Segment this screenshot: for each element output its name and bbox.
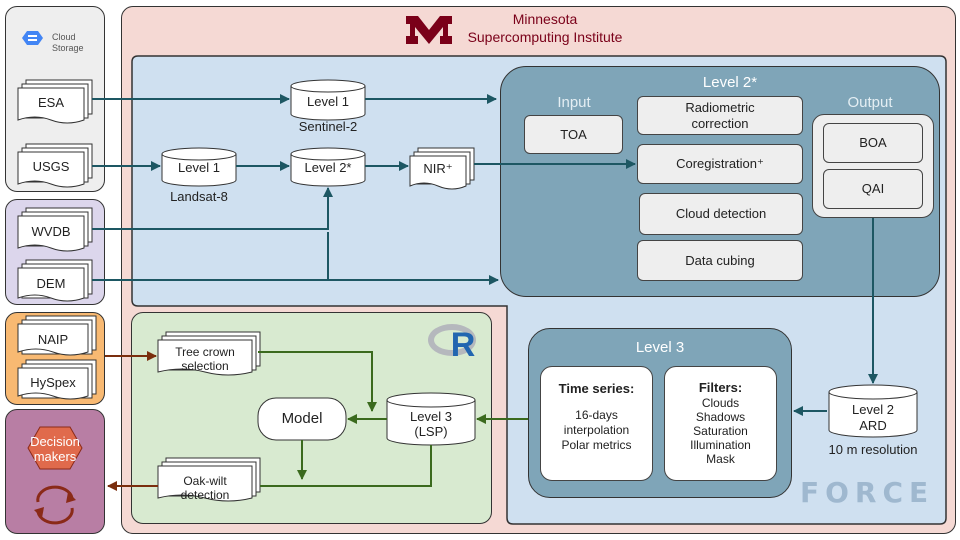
institute-name-line2: Supercomputing Institute: [467, 29, 623, 45]
coregistration-label: Coregistration⁺: [676, 156, 764, 171]
naip-document-stack: [17, 315, 97, 356]
toa-label: TOA: [560, 126, 587, 142]
ard-cylinder: [828, 384, 918, 438]
level3-lsp-cylinder: [386, 392, 476, 446]
tree-crown-document-stack: [157, 331, 261, 376]
tree-crown-line1: Tree crown: [175, 345, 235, 359]
qai-label: QAI: [861, 181, 885, 196]
decision-hexagon-icon: [27, 426, 83, 470]
level3-panel-title: Level 3: [635, 339, 685, 356]
level2-panel-title: Level 2*: [702, 74, 758, 91]
filters-box: Filters: Clouds Shadows Saturation Illum…: [664, 366, 777, 481]
esa-document-stack: [17, 79, 93, 124]
lsp-line1: Level 3: [410, 409, 452, 424]
input-label: Input: [557, 94, 591, 111]
dem-document-stack: [17, 259, 93, 302]
oak-wilt-line1: Oak-wilt: [183, 474, 227, 488]
coregistration-box: Coregistration⁺: [637, 144, 803, 184]
filter-item: Saturation: [693, 424, 748, 438]
time-series-box: Time series: 16-days interpolation Polar…: [540, 366, 653, 481]
toa-box: TOA: [524, 115, 623, 154]
ard-line1: Level 2: [852, 402, 894, 417]
sentinel-level1-label: Level 1: [307, 94, 349, 109]
lsp-line2: (LSP): [414, 424, 448, 439]
nir-document-stack: [409, 147, 475, 190]
qai-box: QAI: [823, 169, 923, 209]
r-logo-icon: R: [428, 320, 480, 364]
oak-wilt-document-stack: [157, 457, 261, 502]
filter-item: Mask: [706, 452, 735, 466]
data-cubing-label: Data cubing: [685, 252, 755, 268]
radiometric-line2: correction: [691, 115, 749, 131]
decision-makers-panel: [5, 409, 105, 534]
time-series-line3: Polar metrics: [561, 438, 632, 452]
r-logo-letter: R: [450, 326, 476, 364]
cloud-storage-label-line2: Storage: [52, 43, 84, 53]
tree-crown-line2: selection: [181, 359, 229, 373]
filter-item: Illumination: [690, 438, 751, 452]
landsat-caption: Landsat-8: [170, 189, 228, 204]
decision-makers-line2: makers: [33, 449, 77, 464]
hyspex-document-stack: [17, 359, 97, 400]
tree-crown-to-lsp-arrow: [258, 351, 377, 412]
time-series-line2: interpolation: [563, 423, 630, 437]
cloud-storage-label-line1: Cloud: [52, 32, 76, 42]
level2-cylinder-label: Level 2*: [304, 160, 352, 175]
time-series-line1: 16-days: [575, 408, 618, 422]
cloud-detection-box: Cloud detection: [639, 193, 803, 235]
institute-name-line1: Minnesota: [512, 11, 578, 27]
dem-to-level2-arrow: [92, 232, 329, 281]
filters-title: Filters:: [698, 380, 743, 395]
wvdb-document-stack: [17, 207, 93, 252]
landsat-level1-cylinder: [161, 147, 237, 187]
sentinel-level1-cylinder: [290, 79, 366, 121]
usgs-label: USGS: [32, 159, 70, 174]
model-label: Model: [281, 410, 323, 427]
wvdb-to-level2-arrow: [92, 187, 333, 230]
usgs-document-stack: [17, 143, 93, 188]
nir-label: NIR⁺: [423, 161, 453, 176]
radiometric-correction-box: Radiometric correction: [637, 96, 803, 135]
hyspex-label: HySpex: [30, 375, 76, 390]
lsp-to-oak-wilt-arrow: [260, 445, 432, 487]
level2-cylinder: [290, 147, 366, 187]
naip-label: NAIP: [37, 332, 69, 347]
landsat-level1-label: Level 1: [178, 160, 220, 175]
ard-caption: 10 m resolution: [828, 442, 918, 457]
output-label: Output: [847, 94, 893, 111]
oak-wilt-line2: detection: [180, 488, 230, 502]
boa-box: BOA: [823, 123, 923, 163]
cloud-detection-label: Cloud detection: [675, 206, 767, 221]
force-logo: FORCE: [800, 476, 935, 509]
decision-makers-line1: Decision: [30, 434, 80, 449]
esa-label: ESA: [37, 95, 64, 110]
sentinel-caption: Sentinel-2: [298, 119, 358, 134]
radiometric-line1: Radiometric: [685, 99, 755, 115]
ard-line2: ARD: [859, 418, 887, 433]
data-cubing-box: Data cubing: [637, 240, 803, 281]
cycle-arrows-icon: [36, 485, 74, 525]
filter-item: Shadows: [695, 410, 746, 424]
wvdb-label: WVDB: [31, 224, 71, 239]
dem-label: DEM: [36, 276, 66, 291]
filter-item: Clouds: [701, 396, 740, 410]
boa-label: BOA: [859, 135, 887, 150]
time-series-title: Time series:: [558, 381, 635, 396]
